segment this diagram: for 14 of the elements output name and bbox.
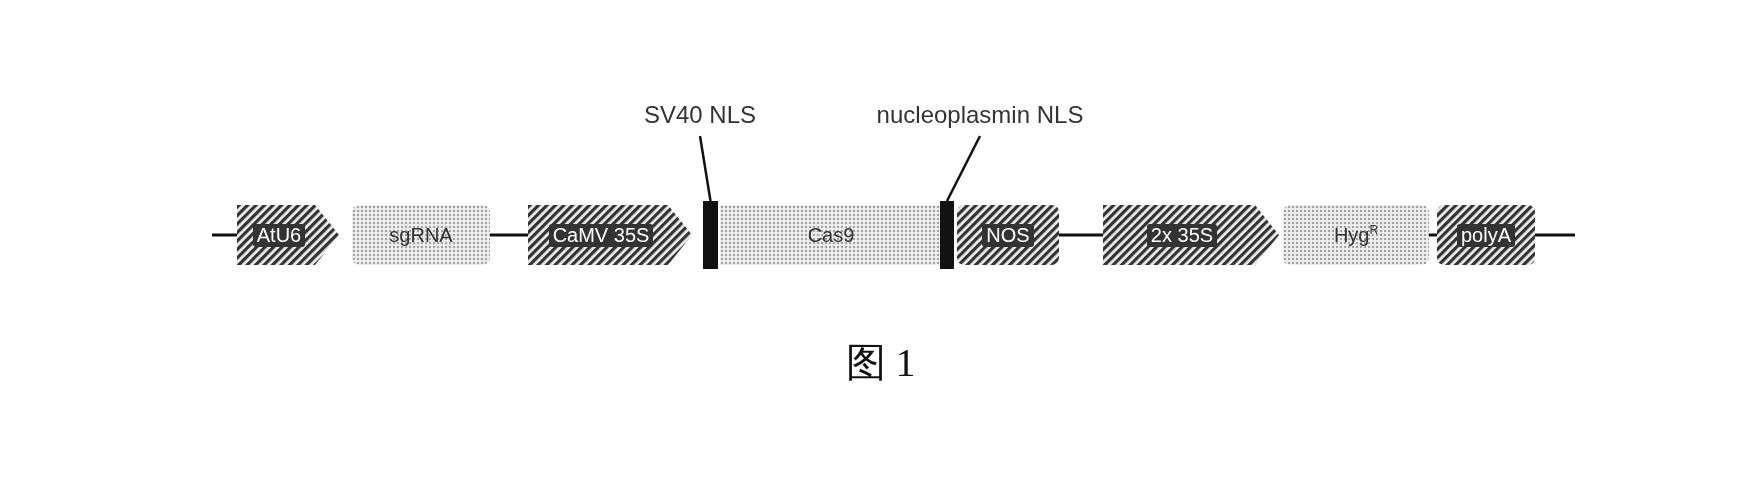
dna-backbone-line (1059, 233, 1103, 237)
leader-line (945, 135, 982, 202)
dna-backbone-line (1535, 233, 1575, 237)
leader-line (698, 135, 712, 202)
dna-backbone-line (212, 233, 237, 237)
nls-label: SV40 NLS (590, 98, 810, 132)
figure-caption: 图 1 (844, 339, 917, 387)
dna-backbone-line (490, 233, 528, 237)
element-label: Hyg$^{R}$ (1333, 223, 1379, 247)
element-label: NOS (982, 223, 1034, 247)
dna-backbone-line (1429, 233, 1437, 237)
element-label: sgRNA (389, 223, 453, 247)
element-label: Cas9 (807, 223, 855, 247)
nls-label: nucleoplasmin NLS (840, 98, 1120, 132)
